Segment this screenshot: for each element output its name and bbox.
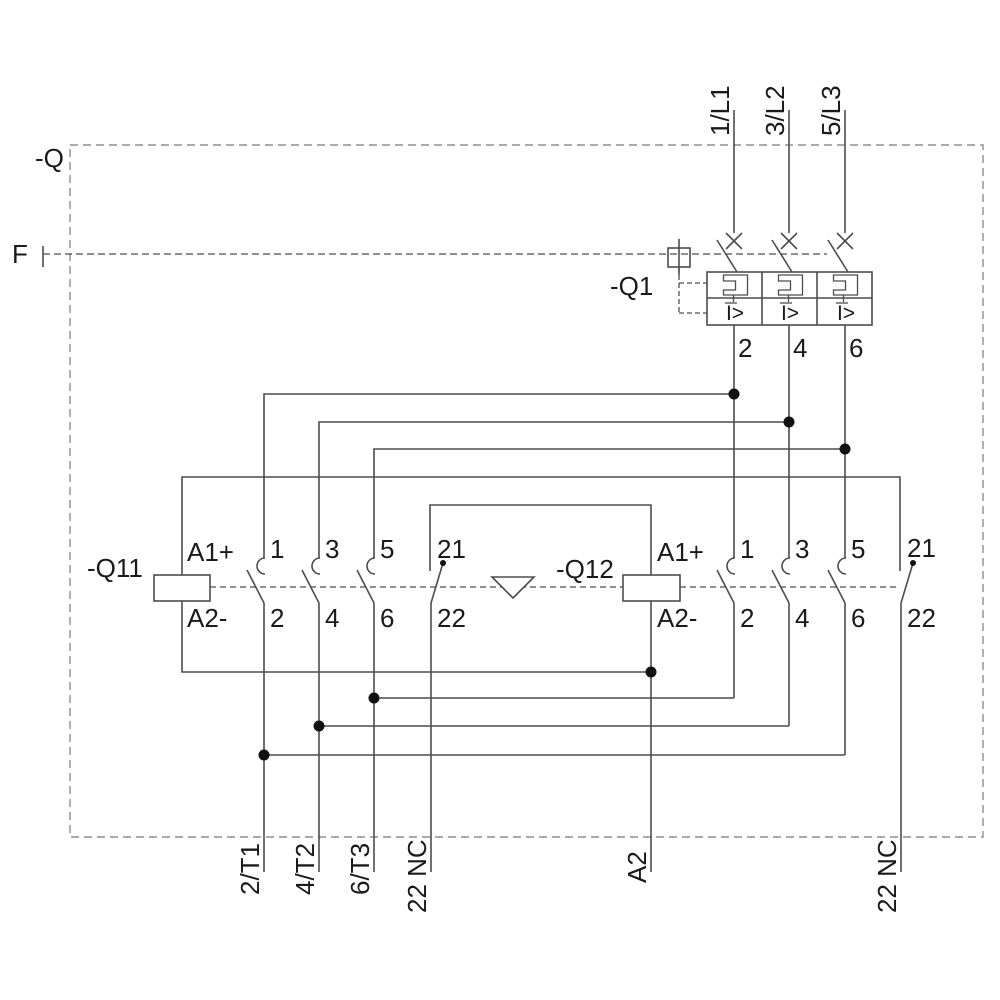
bottom-terminals: 2/T1 4/T2 6/T3 22 NC A2 22 NC — [235, 839, 902, 913]
trip-symbol-2: I> — [781, 302, 799, 325]
junction-dot — [368, 692, 380, 704]
contact-label-top: 3 — [325, 534, 339, 564]
coil-a1-label-q12: A1+ — [657, 537, 704, 567]
contact-label-top: 3 — [795, 534, 809, 564]
terminal-label-22nc-left: 22 NC — [402, 839, 432, 913]
contact-label-top: 1 — [740, 534, 754, 564]
no-contact: 1 2 — [716, 534, 754, 698]
contact-label-bottom: 6 — [851, 603, 865, 633]
junction-dot — [258, 749, 270, 761]
nc-contact-dot — [910, 560, 916, 566]
trip-symbol-1: I> — [726, 302, 744, 325]
trip-symbol-3: I> — [837, 302, 855, 325]
contact-label-bottom: 2 — [270, 603, 284, 633]
aux-contact-label-top: 21 — [437, 534, 466, 564]
aux-contact-label-top: 21 — [907, 533, 936, 563]
jumper-phase3 — [373, 448, 845, 558]
aux-contact-label-bottom: 22 — [907, 603, 936, 633]
coil-a2-label-q11: A2- — [187, 603, 227, 633]
contact-label-bottom: 4 — [795, 603, 809, 633]
release-f-label: F — [12, 239, 28, 269]
contact-label-top: 1 — [270, 534, 284, 564]
terminal-label-a2: A2 — [622, 851, 652, 883]
terminal-label-22nc-right: 22 NC — [872, 839, 902, 913]
junction-dot — [728, 388, 740, 400]
nc-contact: 21 22 — [430, 534, 466, 872]
coil-symbol-q12 — [622, 574, 681, 602]
no-contact: 1 2 — [246, 534, 284, 872]
release-f-linkage: F — [12, 239, 827, 314]
no-contact: 3 4 — [771, 534, 809, 726]
breaker-output-label-4: 4 — [793, 333, 807, 363]
coil-a1-label-q11: A1+ — [187, 537, 234, 567]
input-jumper-wires — [263, 388, 851, 558]
contactor-q11-label: -Q11 — [87, 553, 143, 583]
breaker-latch-icons — [722, 274, 859, 302]
breaker-output-label-2: 2 — [738, 333, 752, 363]
coil-symbol-q11 — [153, 574, 211, 602]
breaker-contact-cross-icons — [725, 232, 854, 250]
enclosure-dashed-border — [69, 144, 984, 838]
junction-dot — [783, 416, 795, 428]
breaker-q1: -Q1 1/L1 3/L2 5/L3 — [610, 85, 873, 558]
output-jumper-wires — [258, 692, 845, 761]
no-contact: 5 6 — [827, 534, 865, 755]
contactor-q12: -Q12 A1+ A2- 1 2 3 4 5 6 — [556, 533, 936, 872]
breaker-label: -Q1 — [610, 271, 653, 301]
aux-contact-label-bottom: 22 — [437, 603, 466, 633]
junction-dot — [313, 720, 325, 732]
wire-q12nc-to-q11coil — [181, 476, 901, 575]
terminal-label-6t3: 6/T3 — [345, 843, 375, 895]
breaker-blades — [716, 239, 849, 273]
contact-label-bottom: 6 — [380, 603, 394, 633]
no-contact: 3 4 — [301, 534, 339, 872]
contact-label-top: 5 — [851, 534, 865, 564]
mechanical-interlock-triangle-icon — [490, 576, 536, 600]
input-terminal-label-1l1: 1/L1 — [705, 85, 735, 136]
control-wires — [181, 476, 901, 872]
terminal-label-4t2: 4/T2 — [290, 843, 320, 895]
no-contact: 5 6 — [356, 534, 394, 872]
enclosure-q: -Q — [35, 143, 984, 838]
terminal-label-2t1: 2/T1 — [235, 843, 265, 895]
input-terminal-label-5l3: 5/L3 — [816, 85, 846, 136]
breaker-output-label-6: 6 — [849, 333, 863, 363]
junction-dot — [645, 666, 657, 678]
contact-label-top: 5 — [380, 534, 394, 564]
nc-contact: 21 22 — [900, 533, 936, 872]
contactor-q12-label: -Q12 — [556, 554, 614, 584]
jumper-phase1 — [263, 393, 734, 558]
wire-q11coil-to-a2 — [181, 601, 651, 673]
contactor-q11: -Q11 A1+ A2- 1 2 3 4 5 6 — [87, 534, 466, 872]
contact-label-bottom: 4 — [325, 603, 339, 633]
overcurrent-trip-icons: I> I> I> — [725, 302, 855, 325]
nc-contact-dot — [440, 560, 446, 566]
coil-a2-label-q12: A2- — [657, 603, 697, 633]
enclosure-label: -Q — [35, 143, 64, 173]
input-terminal-label-3l2: 3/L2 — [760, 85, 790, 136]
jumper-phase2 — [318, 421, 789, 558]
wire-q11nc-to-q12coil — [429, 504, 652, 575]
junction-dot — [839, 443, 851, 455]
contact-label-bottom: 2 — [740, 603, 754, 633]
